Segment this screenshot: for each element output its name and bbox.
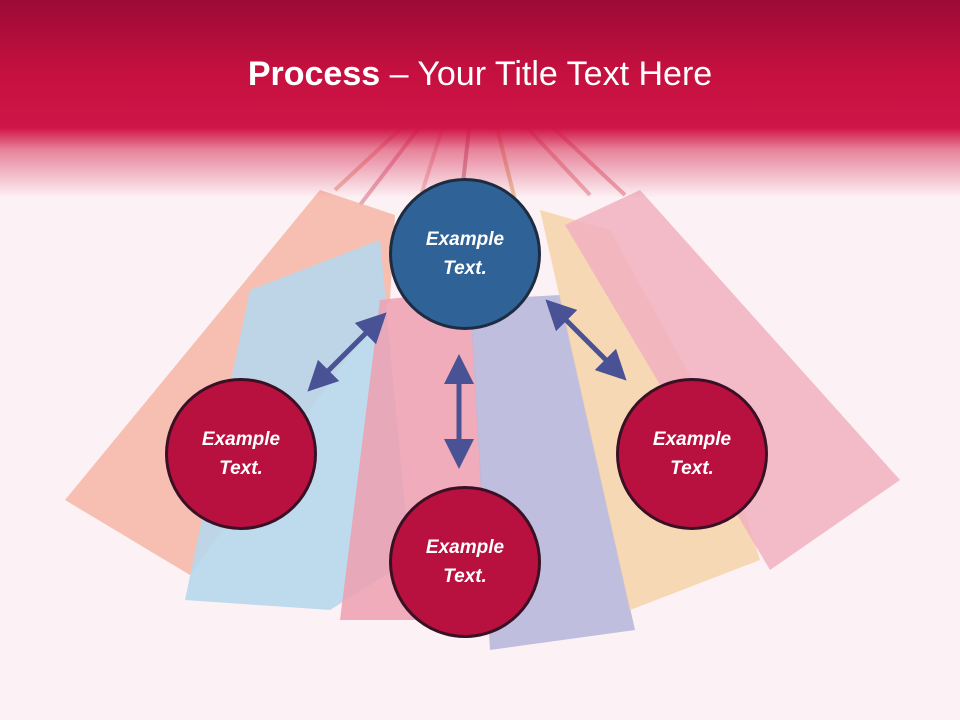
node-bottom: Example Text. bbox=[389, 486, 541, 638]
arrow-top-left bbox=[307, 312, 387, 392]
header-band bbox=[0, 0, 960, 200]
arrow-top-right bbox=[545, 299, 627, 381]
node-left: Example Text. bbox=[165, 378, 317, 530]
node-top-label: Example Text. bbox=[425, 229, 505, 279]
node-bottom-label: Example Text. bbox=[425, 537, 505, 587]
node-top: Example Text. bbox=[389, 178, 541, 330]
page-title: Process – Your Title Text Here bbox=[0, 52, 960, 96]
title-rest: – Your Title Text Here bbox=[380, 55, 713, 93]
node-right: Example Text. bbox=[616, 378, 768, 530]
node-left-label: Example Text. bbox=[201, 429, 281, 479]
title-bold: Process bbox=[247, 55, 381, 93]
node-right-label: Example Text. bbox=[652, 429, 732, 479]
